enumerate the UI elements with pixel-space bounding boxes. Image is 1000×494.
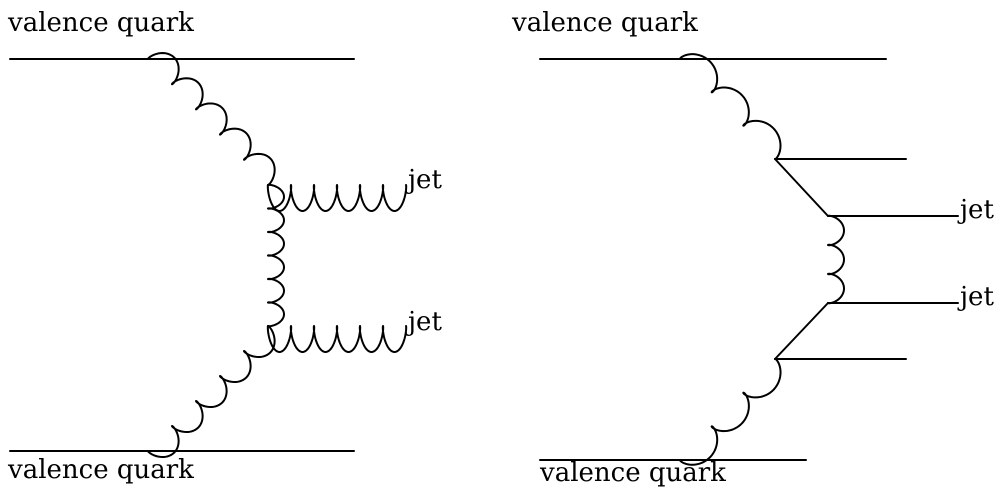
left-bottom-label: valence quark	[8, 455, 194, 485]
right-bottom-gluon	[678, 357, 782, 466]
right-lower-quark-propagator	[774, 302, 829, 360]
right-diagram	[539, 53, 959, 466]
left-bottom-gluon	[147, 324, 276, 459]
left-top-label: valence quark	[8, 8, 194, 38]
right-lower-jet-label: jet	[960, 282, 994, 312]
left-upper-jet-label: jet	[408, 165, 442, 195]
left-top-gluon	[147, 52, 276, 187]
right-top-label: valence quark	[512, 8, 698, 38]
left-exchange-gluon	[267, 183, 285, 328]
right-top-gluon	[678, 53, 782, 161]
right-bottom-label: valence quark	[540, 458, 726, 488]
right-upper-jet-label: jet	[960, 195, 994, 225]
left-diagram	[9, 52, 408, 459]
right-upper-quark-propagator	[774, 158, 829, 217]
left-lower-jet-label: jet	[408, 307, 442, 337]
left-upper-jet-gluon	[266, 184, 408, 212]
right-exchange-gluon	[827, 214, 845, 305]
left-lower-jet-gluon	[266, 325, 408, 353]
